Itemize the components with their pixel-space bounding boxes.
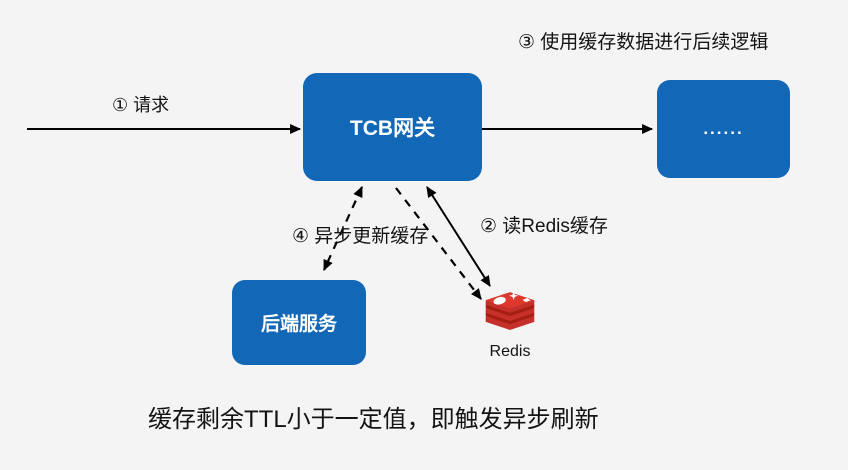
annotation-step2-read-redis: ② 读Redis缓存 (480, 216, 608, 237)
annotation-step3-use-cache: ③ 使用缓存数据进行后续逻辑 (518, 32, 769, 53)
redis-node: Redis (483, 289, 537, 361)
redis-icon (485, 291, 535, 330)
redis-label: Redis (489, 343, 531, 360)
gateway-redis-read-arrow-line (426, 186, 491, 287)
tcb-gateway-label: TCB网关 (349, 117, 436, 140)
node-tcb-gateway: TCB网关 (303, 73, 482, 181)
annotation-step4-async-update: ④ 异步更新缓存 (292, 226, 429, 247)
node-downstream: ...... (657, 80, 790, 178)
gateway-backend-async-arrow-line (322, 185, 364, 272)
node-backend-service: 后端服务 (232, 280, 366, 365)
downstream-label: ...... (703, 119, 744, 138)
diagram-caption: 缓存剩余TTL小于一定值，即触发异步刷新 (148, 406, 599, 433)
backend-service-label: 后端服务 (260, 314, 337, 335)
annotation-step1-request: ① 请求 (112, 95, 170, 115)
